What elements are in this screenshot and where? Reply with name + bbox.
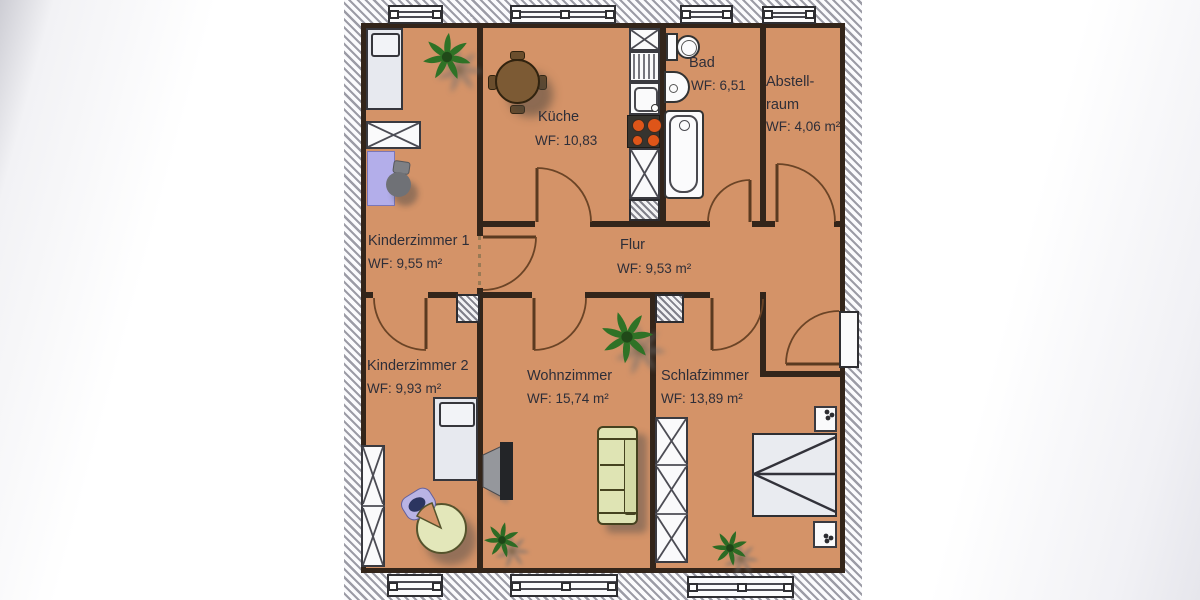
single-bed	[433, 397, 478, 481]
wall-kueche-bad	[660, 28, 666, 227]
kitchen-cabinet	[629, 28, 660, 51]
washbasin	[664, 71, 690, 103]
room-label-schlafzimmer: Schlafzimmer WF: 13,89 m²	[661, 369, 749, 405]
kitchen-sink	[629, 82, 660, 115]
room-name: Kinderzimmer 2	[367, 358, 469, 374]
window-schlafzimmer	[687, 576, 794, 598]
wardrobe	[361, 445, 385, 567]
window-abstellraum	[762, 6, 816, 24]
wall-flur-top	[477, 221, 535, 227]
wall-entry-niche-left	[760, 292, 766, 377]
double-bed	[752, 433, 837, 517]
wall-flur-bottom	[480, 292, 532, 298]
room-label-wohnzimmer: Wohnzimmer WF: 15,74 m²	[527, 369, 612, 405]
wall-kinderzimmer2-wohnzimmer	[477, 292, 483, 568]
wall-wohnzimmer-schlafzimmer	[650, 292, 656, 568]
room-label-flur: Flur WF: 9,53 m²	[617, 237, 692, 276]
single-bed	[366, 28, 403, 110]
window-kueche	[510, 5, 616, 24]
room-name: Schlafzimmer	[661, 368, 749, 384]
masonry-pier	[655, 294, 684, 323]
room-name: Wohnzimmer	[527, 368, 613, 384]
nightstand	[813, 521, 837, 548]
room-name: raum	[766, 96, 800, 113]
wardrobe	[366, 121, 421, 149]
stove	[627, 115, 662, 148]
room-area: WF: 6,51	[691, 77, 746, 93]
dining-table	[495, 59, 540, 104]
room-area: WF: 9,55 m²	[368, 255, 443, 271]
room-label-abstellraum: Abstell- raum WF: 4,06 m²	[766, 75, 840, 134]
wall-flur-top	[590, 221, 710, 227]
couch	[597, 426, 638, 525]
wall-flur-bottom	[585, 292, 710, 298]
kitchen-chair	[510, 105, 525, 114]
room-area: WF: 4,06 m²	[766, 119, 841, 134]
room-area: WF: 15,74 m²	[527, 390, 609, 406]
entrance-door-panel	[839, 311, 859, 368]
kitchen-duct-pier	[629, 199, 660, 221]
room-name: Kinderzimmer 1	[368, 233, 470, 249]
room-area: WF: 9,93 m²	[367, 380, 442, 396]
room-area: WF: 9,53 m²	[617, 260, 692, 276]
nightstand	[814, 406, 837, 432]
window-bad	[680, 5, 733, 24]
window-kinderzimmer2	[387, 574, 443, 597]
desk-chair	[386, 172, 411, 197]
wall-stub	[477, 227, 483, 236]
window-kinderzimmer1	[388, 5, 443, 24]
wall-flur-top	[752, 221, 775, 227]
room-name: Bad	[689, 55, 715, 71]
room-name: Flur	[620, 237, 645, 253]
wall-entry-niche-bottom	[760, 371, 845, 377]
window-wohnzimmer	[510, 574, 618, 597]
room-area: WF: 13,89 m²	[661, 390, 743, 406]
dish-rack	[629, 51, 660, 82]
room-name: Küche	[538, 109, 580, 125]
bathtub	[664, 110, 704, 199]
door-threshold	[478, 236, 481, 288]
wall-kinderzimmer1-2	[366, 292, 373, 298]
kitchen-cabinet	[629, 148, 660, 199]
room-label-kueche: Küche WF: 10,83	[535, 109, 598, 148]
wardrobe	[655, 417, 688, 563]
room-label-bad: Bad WF: 6,51	[689, 56, 746, 92]
room-area: WF: 10,83	[535, 132, 598, 148]
room-label-kinderzimmer1: Kinderzimmer 1 WF: 9,55 m²	[368, 234, 470, 270]
room-label-kinderzimmer2: Kinderzimmer 2 WF: 9,93 m²	[367, 359, 469, 395]
masonry-pier	[456, 294, 480, 323]
wall-kinderzimmer1-kueche	[477, 28, 483, 221]
toilet-bowl	[676, 35, 700, 59]
wall-kinderzimmer1-2	[428, 292, 458, 298]
room-name: Abstell-	[766, 74, 815, 90]
wall-bad-abstellraum	[760, 28, 766, 227]
wall-flur-top	[834, 221, 845, 227]
